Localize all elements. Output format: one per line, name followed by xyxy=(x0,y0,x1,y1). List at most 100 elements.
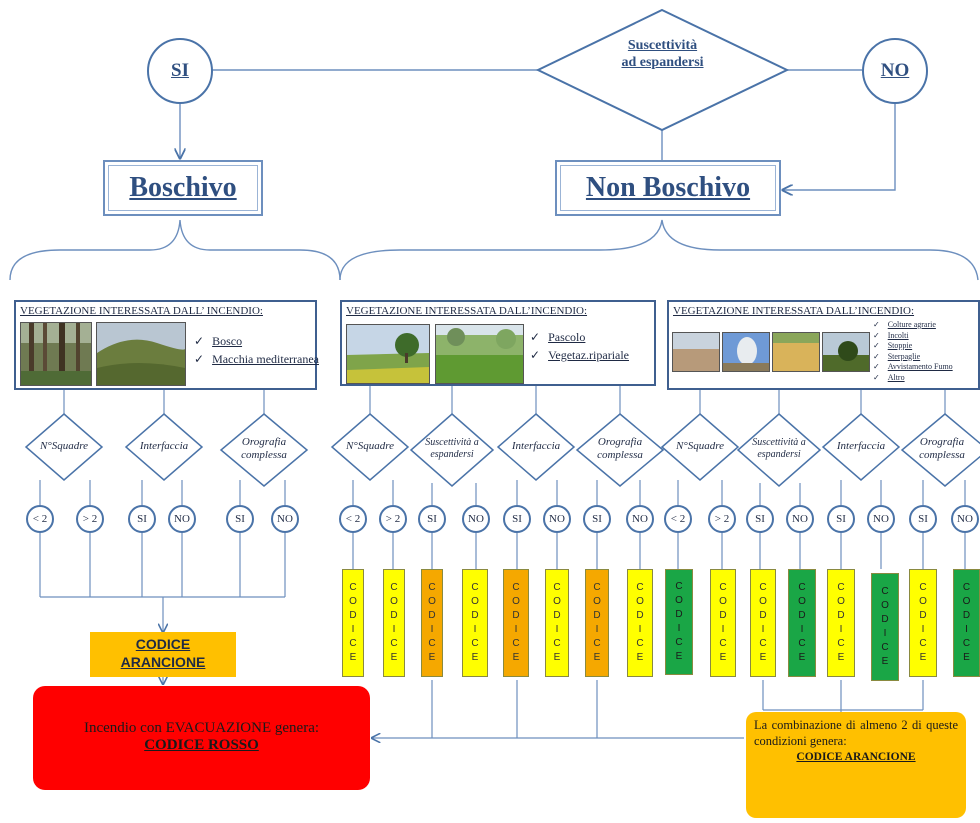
code-bar: CODICE xyxy=(710,569,736,677)
criterion-interfaccia: Interfaccia xyxy=(836,440,886,452)
olive-photo xyxy=(822,332,870,372)
option-si: SI xyxy=(226,505,254,533)
vegetation-list: ✓Pascolo ✓Vegetaz.ripariale xyxy=(530,328,629,364)
veg-item: ✓Vegetaz.ripariale xyxy=(530,348,630,362)
option-no: NO xyxy=(462,505,490,533)
criterion-squadre: N°Squadre xyxy=(40,440,88,452)
veg-item: ✓Stoppie xyxy=(873,341,913,350)
code-bar: CODICE xyxy=(545,569,569,677)
smoke-photo xyxy=(722,332,770,372)
si-label: SI xyxy=(171,60,189,81)
codice-rosso-label: CODICE ROSSO xyxy=(144,737,259,753)
veg-item: ✓Pascolo xyxy=(530,330,586,344)
code-bar: CODICE xyxy=(909,569,937,677)
veg-item: ✓Avvistamento Fumo xyxy=(873,362,953,371)
option-si: SI xyxy=(909,505,937,533)
code-bar: CODICE xyxy=(953,569,980,677)
option-no: NO xyxy=(168,505,196,533)
vegetation-title: VEGETAZIONE INTERESSATA DALL’ INCENDIO: xyxy=(20,305,263,317)
code-bar: CODICE xyxy=(342,569,364,677)
diamond-line-1: Suscettività xyxy=(627,38,698,53)
criterion-squadre: N°Squadre xyxy=(346,440,394,452)
codice-arancione-box: CODICE ARANCIONE xyxy=(90,632,236,677)
codice-rosso-box: Incendio con EVACUAZIONE genera: CODICE … xyxy=(33,686,370,790)
code-bar: CODICE xyxy=(627,569,653,677)
code-bar-label: CODICE xyxy=(837,582,845,663)
code-bar-label: CODICE xyxy=(881,586,889,667)
option-no: NO xyxy=(786,505,814,533)
code-bar-label: CODICE xyxy=(428,582,436,663)
code-bar-label: CODICE xyxy=(719,582,727,663)
code-bar: CODICE xyxy=(503,569,529,677)
code-bar: CODICE xyxy=(462,569,488,677)
option-si: SI xyxy=(746,505,774,533)
option-lt2: < 2 xyxy=(339,505,367,533)
code-bar: CODICE xyxy=(665,569,693,675)
pasture-photo xyxy=(346,324,430,384)
macchia-photo xyxy=(96,322,186,386)
combination-box: La combinazione di almeno 2 di queste co… xyxy=(746,712,966,818)
code-bar: CODICE xyxy=(585,569,609,677)
code-bar-label: CODICE xyxy=(636,582,644,663)
criterion-interfaccia: Interfaccia xyxy=(139,440,189,452)
code-bar-label: CODICE xyxy=(349,582,357,663)
option-no: NO xyxy=(951,505,979,533)
option-lt2: < 2 xyxy=(26,505,54,533)
no-circle: NO xyxy=(862,38,928,104)
option-no: NO xyxy=(867,505,895,533)
option-si: SI xyxy=(583,505,611,533)
code-bar-label: CODICE xyxy=(675,581,683,662)
option-lt2: < 2 xyxy=(664,505,692,533)
vegetation-panel-agrarie: VEGETAZIONE INTERESSATA DALL’INCENDIO: ✓… xyxy=(667,300,980,390)
boschivo-box: Boschivo xyxy=(103,160,263,216)
vegetation-title: VEGETAZIONE INTERESSATA DALL’INCENDIO: xyxy=(673,305,915,317)
combination-text: La combinazione di almeno 2 di queste co… xyxy=(754,718,958,748)
criterion-squadre: N°Squadre xyxy=(676,440,724,452)
code-bar: CODICE xyxy=(383,569,405,677)
code-bar: CODICE xyxy=(788,569,816,677)
code-bar: CODICE xyxy=(827,569,855,677)
suscettivita-label: Suscettività ad espandersi xyxy=(580,38,745,72)
vegetation-title: VEGETAZIONE INTERESSATA DALL’INCENDIO: xyxy=(346,305,588,317)
vegetation-list: ✓Colture agrarie ✓Incolti ✓Stoppie ✓Ster… xyxy=(873,320,953,383)
option-gt2: > 2 xyxy=(708,505,736,533)
code-bar: CODICE xyxy=(421,569,443,677)
code-bar: CODICE xyxy=(871,573,899,681)
suscettivita-diamond xyxy=(535,8,790,132)
boschivo-label: Boschivo xyxy=(129,172,237,203)
code-bar-label: CODICE xyxy=(390,582,398,663)
vegetation-panel-pascolo: VEGETAZIONE INTERESSATA DALL’INCENDIO: ✓… xyxy=(340,300,656,386)
option-si: SI xyxy=(418,505,446,533)
criterion-interfaccia: Interfaccia xyxy=(511,440,561,452)
veg-item: ✓Altro xyxy=(873,372,905,382)
diamond-line-2: ad espandersi xyxy=(621,54,704,70)
option-si: SI xyxy=(503,505,531,533)
vegetation-list: ✓Bosco ✓Macchia mediterranea xyxy=(194,332,319,368)
code-bar-label: CODICE xyxy=(553,582,561,663)
code-bar-label: CODICE xyxy=(593,582,601,663)
codice-rosso-text: Incendio con EVACUAZIONE genera: xyxy=(83,720,320,736)
si-circle: SI xyxy=(147,38,213,104)
non-boschivo-box: Non Boschivo xyxy=(555,160,781,216)
code-bar-label: CODICE xyxy=(512,582,520,663)
code-bar-label: CODICE xyxy=(798,582,806,663)
code-bar-label: CODICE xyxy=(962,582,971,663)
veg-item: ✓Macchia mediterranea xyxy=(194,352,319,366)
no-label: NO xyxy=(880,60,910,81)
non-boschivo-label: Non Boschivo xyxy=(585,172,751,203)
code-bar-label: CODICE xyxy=(759,582,767,663)
vegetation-panel-boschivo: VEGETAZIONE INTERESSATA DALL’ INCENDIO: … xyxy=(14,300,319,390)
code-bar: CODICE xyxy=(750,569,776,677)
codice-arancione-line2: ARANCIONE xyxy=(120,654,206,671)
forest-photo xyxy=(20,322,92,386)
option-gt2: > 2 xyxy=(76,505,104,533)
veg-item: ✓Incolti xyxy=(873,330,909,340)
riparian-photo xyxy=(435,324,524,384)
combination-code: CODICE ARANCIONE xyxy=(796,751,916,764)
